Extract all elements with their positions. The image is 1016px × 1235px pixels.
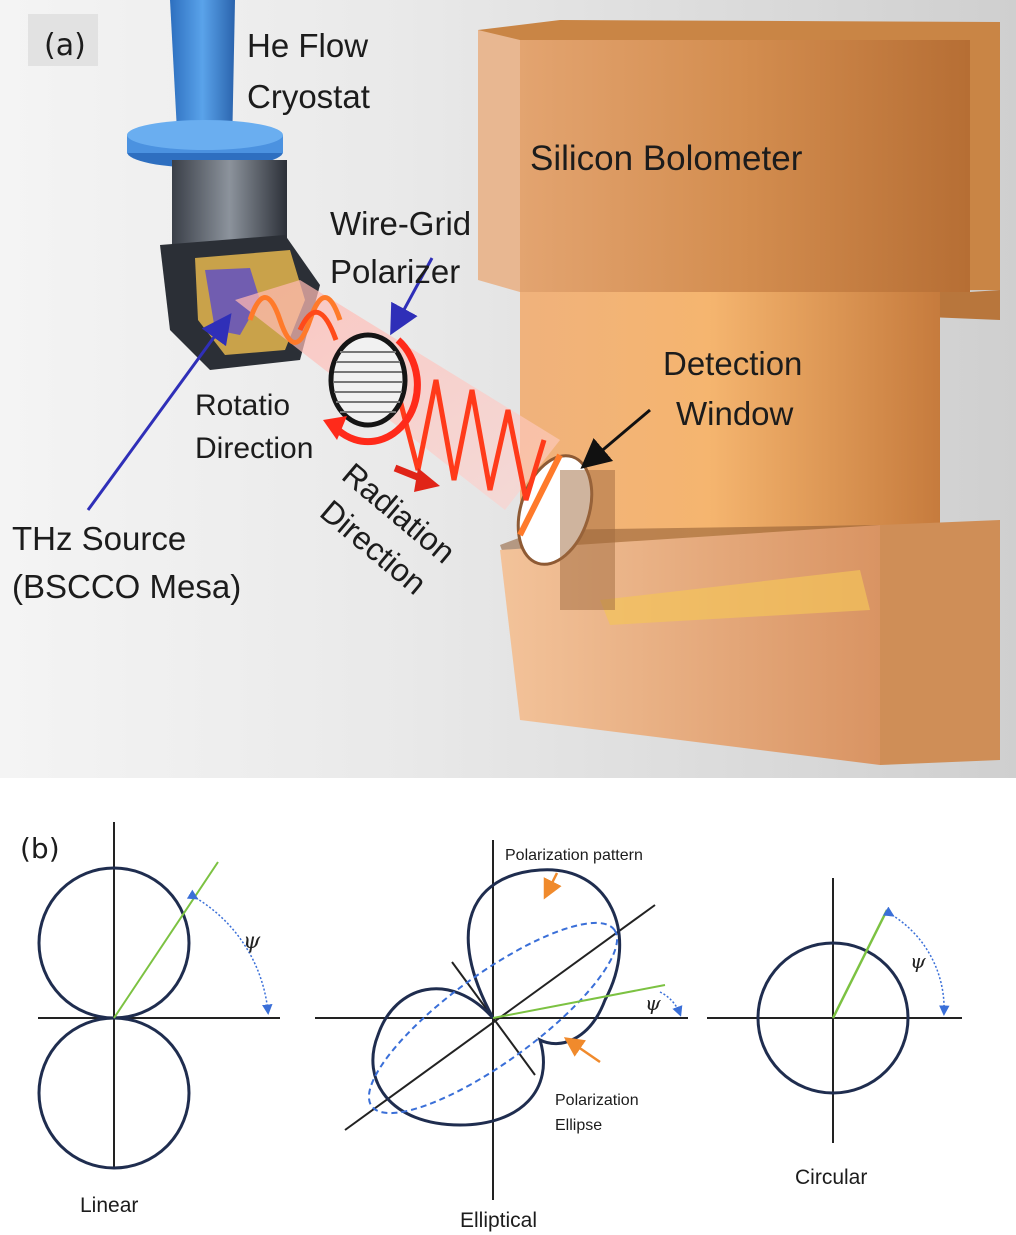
- silicon-bolometer: [478, 20, 1000, 765]
- bolometer-glow: [600, 570, 870, 625]
- elliptical-pattern: [371, 868, 622, 1127]
- wave-into-window: [517, 453, 563, 537]
- linear-vector: [113, 861, 219, 1019]
- elliptical-psi: ψ: [645, 991, 661, 1015]
- polarizer-label-1: Wire-Grid: [330, 205, 471, 242]
- circular-angle-arc: [882, 906, 950, 1016]
- bolometer-bottom-side: [880, 520, 1000, 765]
- wire-grid-polarizer: [323, 332, 421, 446]
- bolometer-top-side: [478, 30, 520, 292]
- panel-a-tag: (a): [44, 28, 86, 63]
- ellipse-label-1: Polarization: [555, 1092, 639, 1109]
- elliptical-label: Elliptical: [460, 1209, 537, 1232]
- linear-label: Linear: [80, 1194, 138, 1217]
- panel-a: (a): [0, 0, 1016, 778]
- circular-psi: ψ: [910, 949, 926, 973]
- pattern-label: Polarization pattern: [505, 847, 643, 864]
- panel-b: (b) ψ Linear ψ Polarization pattern Po: [20, 822, 962, 1232]
- rotation-label-2: Direction: [195, 432, 313, 465]
- elliptical-vector: [492, 984, 666, 1019]
- cryostat-label-1: He Flow: [247, 27, 368, 64]
- linear-diagram: ψ Linear: [37, 822, 280, 1217]
- elliptical-diagram: ψ Polarization pattern Polarization Elli…: [315, 840, 688, 1232]
- bolometer-top-face: [520, 40, 970, 292]
- polarizer-grid-lines: [333, 351, 403, 413]
- source-pointer: [86, 313, 232, 511]
- elliptical-angle-arc: [659, 991, 683, 1017]
- source-label-2: (BSCCO Mesa): [12, 568, 241, 605]
- circular-pattern: [756, 941, 910, 1095]
- circular-wave-1: [247, 295, 343, 345]
- polarizer-label-2: Polarizer: [330, 253, 460, 290]
- bolometer-label: Silicon Bolometer: [530, 139, 803, 178]
- radiation-arrow: [393, 464, 440, 492]
- window-recess: [560, 470, 615, 610]
- linear-wave: [397, 379, 547, 501]
- window-label-2: Window: [676, 395, 794, 432]
- circular-diagram: ψ Circular: [707, 878, 962, 1189]
- window-pointer: [580, 408, 651, 469]
- cryostat-flange-top: [127, 120, 283, 150]
- ellipse-pointer: [563, 1037, 601, 1064]
- cryostat-tube: [170, 0, 235, 150]
- radiation-arrow-shaft: [393, 464, 422, 482]
- cryostat-body: [172, 160, 287, 245]
- circular-wave-2: [297, 309, 339, 341]
- circular-vector: [831, 909, 889, 1019]
- polarization-ellipse: [367, 921, 619, 1115]
- window-label-1: Detection: [663, 345, 802, 382]
- rotation-arrow: [335, 337, 421, 446]
- circular-label: Circular: [795, 1166, 867, 1189]
- rotation-label-1: Rotatio: [195, 389, 290, 422]
- linear-angle-arc: [186, 889, 273, 1015]
- linear-psi: ψ: [243, 929, 261, 954]
- panel-b-tag: (b): [20, 832, 60, 865]
- source-label-1: THz Source: [12, 520, 186, 557]
- cryostat-label-2: Cryostat: [247, 78, 370, 115]
- pattern-pointer: [543, 872, 562, 900]
- ellipse-label-2: Ellipse: [555, 1117, 602, 1134]
- rotation-arrow-head: [323, 416, 347, 440]
- polarizer-pointer: [390, 257, 434, 336]
- radiation-arrow-head: [414, 468, 440, 492]
- panel-a-tag-box: [28, 14, 98, 66]
